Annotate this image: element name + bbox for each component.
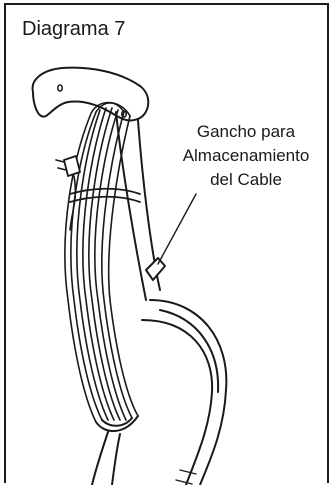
wound-power-cord — [55, 101, 141, 485]
diagram-title: Diagrama 7 — [22, 18, 126, 40]
cord-hook-callout: Gancho para Almacenamiento del Cable — [166, 120, 326, 192]
vacuum-wand — [115, 111, 166, 301]
vacuum-hose — [141, 299, 228, 485]
vacuum-handle — [31, 66, 150, 122]
callout-leader-line — [157, 193, 197, 265]
callout-line-3: del Cable — [210, 170, 282, 189]
callout-line-1: Gancho para — [196, 122, 296, 141]
diagram-frame — [4, 3, 329, 483]
callout-line-2: Almacenamiento — [182, 146, 310, 165]
